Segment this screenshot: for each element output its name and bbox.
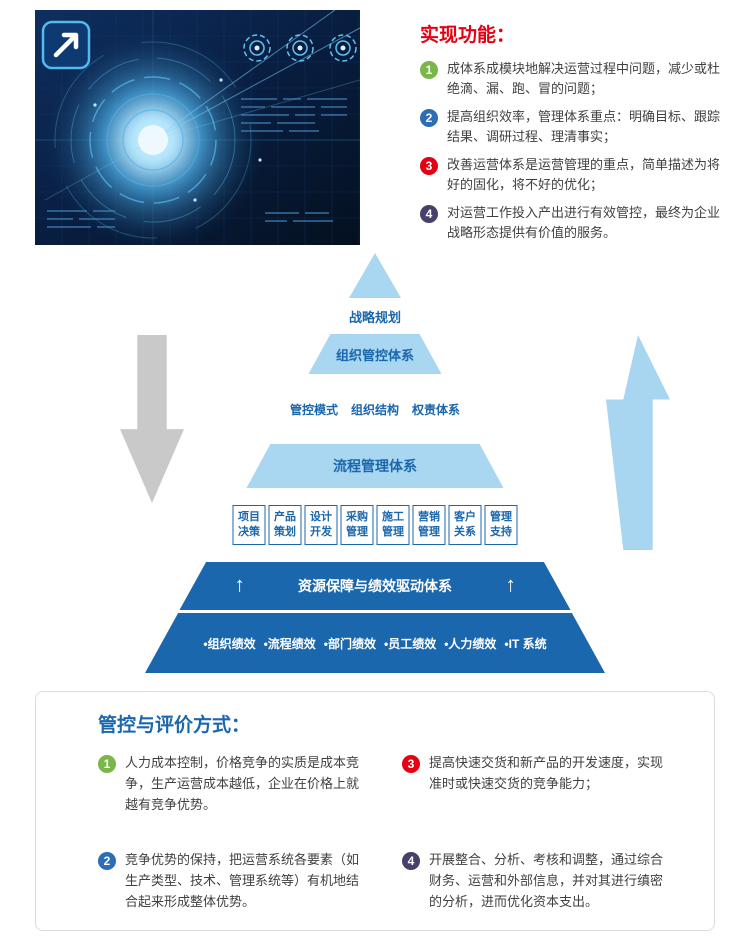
mode-label: 权责体系 (412, 402, 461, 417)
evaluation-text: 竞争优势的保持，把运营系统各要素（如生产类型、技术、管理系统等）有机地结合起来形… (125, 852, 360, 909)
features-panel: 实现功能： 1 成体系成模块地解决运营过程中问题，减少或杜绝滴、漏、跑、冒的问题… (420, 10, 722, 245)
evaluation-item: 4 开展整合、分析、考核和调整，通过综合财务、运营和外部信息，并对其进行缜密的分… (402, 850, 666, 912)
evaluation-item: 3 提高快速交货和新产品的开发速度，实现准时或快速交货的竞争能力； (402, 753, 666, 815)
pyramid-level-resource: ↑ 资源保障与绩效驱动体系 ↑ (179, 562, 571, 610)
function-cell: 施工管理 (376, 505, 410, 545)
evaluation-number-badge: 4 (402, 852, 420, 871)
evaluation-title: 管控与评价方式： (98, 715, 251, 736)
pyramid-level-modes: 管控模式 组织结构 权责体系 (265, 377, 485, 441)
feature-number-badge: 3 (420, 157, 438, 175)
kpi-label: •IT 系统 (504, 636, 547, 651)
mode-label: 组织结构 (350, 402, 399, 417)
hero-tech-image (35, 10, 360, 245)
kpi-label: •员工绩效 (384, 636, 437, 651)
function-cell: 营销管理 (412, 505, 446, 545)
feature-item: 4 对运营工作投入产出进行有效管控，最终为企业战略形态提供有价值的服务。 (420, 203, 722, 242)
pyramid-level-kpis: •组织绩效 •流程绩效 •部门绩效 •员工绩效 •人力绩效 •IT 系统 (145, 613, 605, 673)
pyramid-level-strategy: 战略规划 (332, 301, 418, 331)
pyramid-level-functions: 项目决策 产品策划 设计开发 采购管理 施工管理 营销管理 客户关系 管理支持 (208, 491, 543, 559)
strategy-label: 战略规划 (348, 309, 401, 325)
up-arrow-icon (606, 335, 670, 550)
feature-text: 对运营工作投入产出进行有效管控，最终为企业战略形态提供有价值的服务。 (447, 205, 721, 240)
function-cell: 客户关系 (448, 505, 482, 545)
kpi-label: •流程绩效 (263, 636, 316, 651)
evaluation-grid: 1 人力成本控制，价格竞争的实质是成本竞争，生产运营成本越低，企业在价格上就越有… (98, 753, 666, 922)
evaluation-item: 2 竞争优势的保持，把运营系统各要素（如生产类型、技术、管理系统等）有机地结合起… (98, 850, 362, 912)
feature-number-badge: 4 (420, 205, 438, 223)
evaluation-text: 开展整合、分析、考核和调整，通过综合财务、运营和外部信息，并对其进行缜密的分析，… (429, 852, 664, 909)
function-cell: 管理支持 (484, 505, 518, 545)
kpi-label: •组织绩效 (203, 636, 256, 651)
org-label: 组织管控体系 (335, 347, 414, 363)
hero-section: 实现功能： 1 成体系成模块地解决运营过程中问题，减少或杜绝滴、漏、跑、冒的问题… (0, 0, 750, 245)
feature-number-badge: 1 (420, 61, 438, 79)
kpi-label: •人力绩效 (444, 636, 497, 651)
pyramid-level-org: 组织管控体系 (308, 334, 442, 374)
pyramid-level-process: 流程管理体系 (246, 444, 504, 488)
function-cell: 产品策划 (268, 505, 302, 545)
feature-text: 成体系成模块地解决运营过程中问题，减少或杜绝滴、漏、跑、冒的问题； (447, 61, 721, 96)
evaluation-text: 提高快速交货和新产品的开发速度，实现准时或快速交货的竞争能力； (429, 755, 664, 791)
kpi-label: •部门绩效 (323, 636, 376, 651)
feature-item: 2 提高组织效率，管理体系重点：明确目标、跟踪结果、调研过程、理清事实； (420, 107, 722, 146)
evaluation-number-badge: 3 (402, 755, 420, 773)
feature-text: 提高组织效率，管理体系重点：明确目标、跟踪结果、调研过程、理清事实； (447, 109, 721, 144)
feature-text: 改善运营体系是运营管理的重点，简单描述为将好的固化，将不好的优化； (447, 157, 721, 192)
feature-item: 1 成体系成模块地解决运营过程中问题，减少或杜绝滴、漏、跑、冒的问题； (420, 59, 722, 98)
pyramid-diagram: 战略规划 组织管控体系 管控模式 组织结构 权责体系 流程管理体系 项目决策 产… (145, 253, 605, 673)
evaluation-item: 1 人力成本控制，价格竞争的实质是成本竞争，生产运营成本越低，企业在价格上就越有… (98, 753, 362, 815)
pyramid-apex (349, 253, 401, 298)
process-label: 流程管理体系 (333, 458, 417, 474)
mode-label: 管控模式 (289, 402, 338, 417)
pyramid-section: 战略规划 组织管控体系 管控模式 组织结构 权责体系 流程管理体系 项目决策 产… (0, 245, 750, 685)
up-arrow-small-icon: ↑ (234, 573, 245, 597)
function-cell: 采购管理 (340, 505, 374, 545)
feature-item: 3 改善运营体系是运营管理的重点，简单描述为将好的固化，将不好的优化； (420, 155, 722, 194)
resource-label: 资源保障与绩效驱动体系 (298, 578, 452, 594)
evaluation-number-badge: 2 (98, 852, 116, 871)
function-cell: 项目决策 (232, 505, 266, 545)
evaluation-number-badge: 1 (98, 755, 116, 773)
evaluation-text: 人力成本控制，价格竞争的实质是成本竞争，生产运营成本越低，企业在价格上就越有竞争… (125, 755, 360, 812)
features-title: 实现功能： (420, 25, 516, 46)
feature-number-badge: 2 (420, 109, 438, 127)
function-cell: 设计开发 (304, 505, 338, 545)
up-arrow-small-icon: ↑ (505, 573, 516, 597)
evaluation-panel: 管控与评价方式： 1 人力成本控制，价格竞争的实质是成本竞争，生产运营成本越低，… (35, 691, 715, 931)
